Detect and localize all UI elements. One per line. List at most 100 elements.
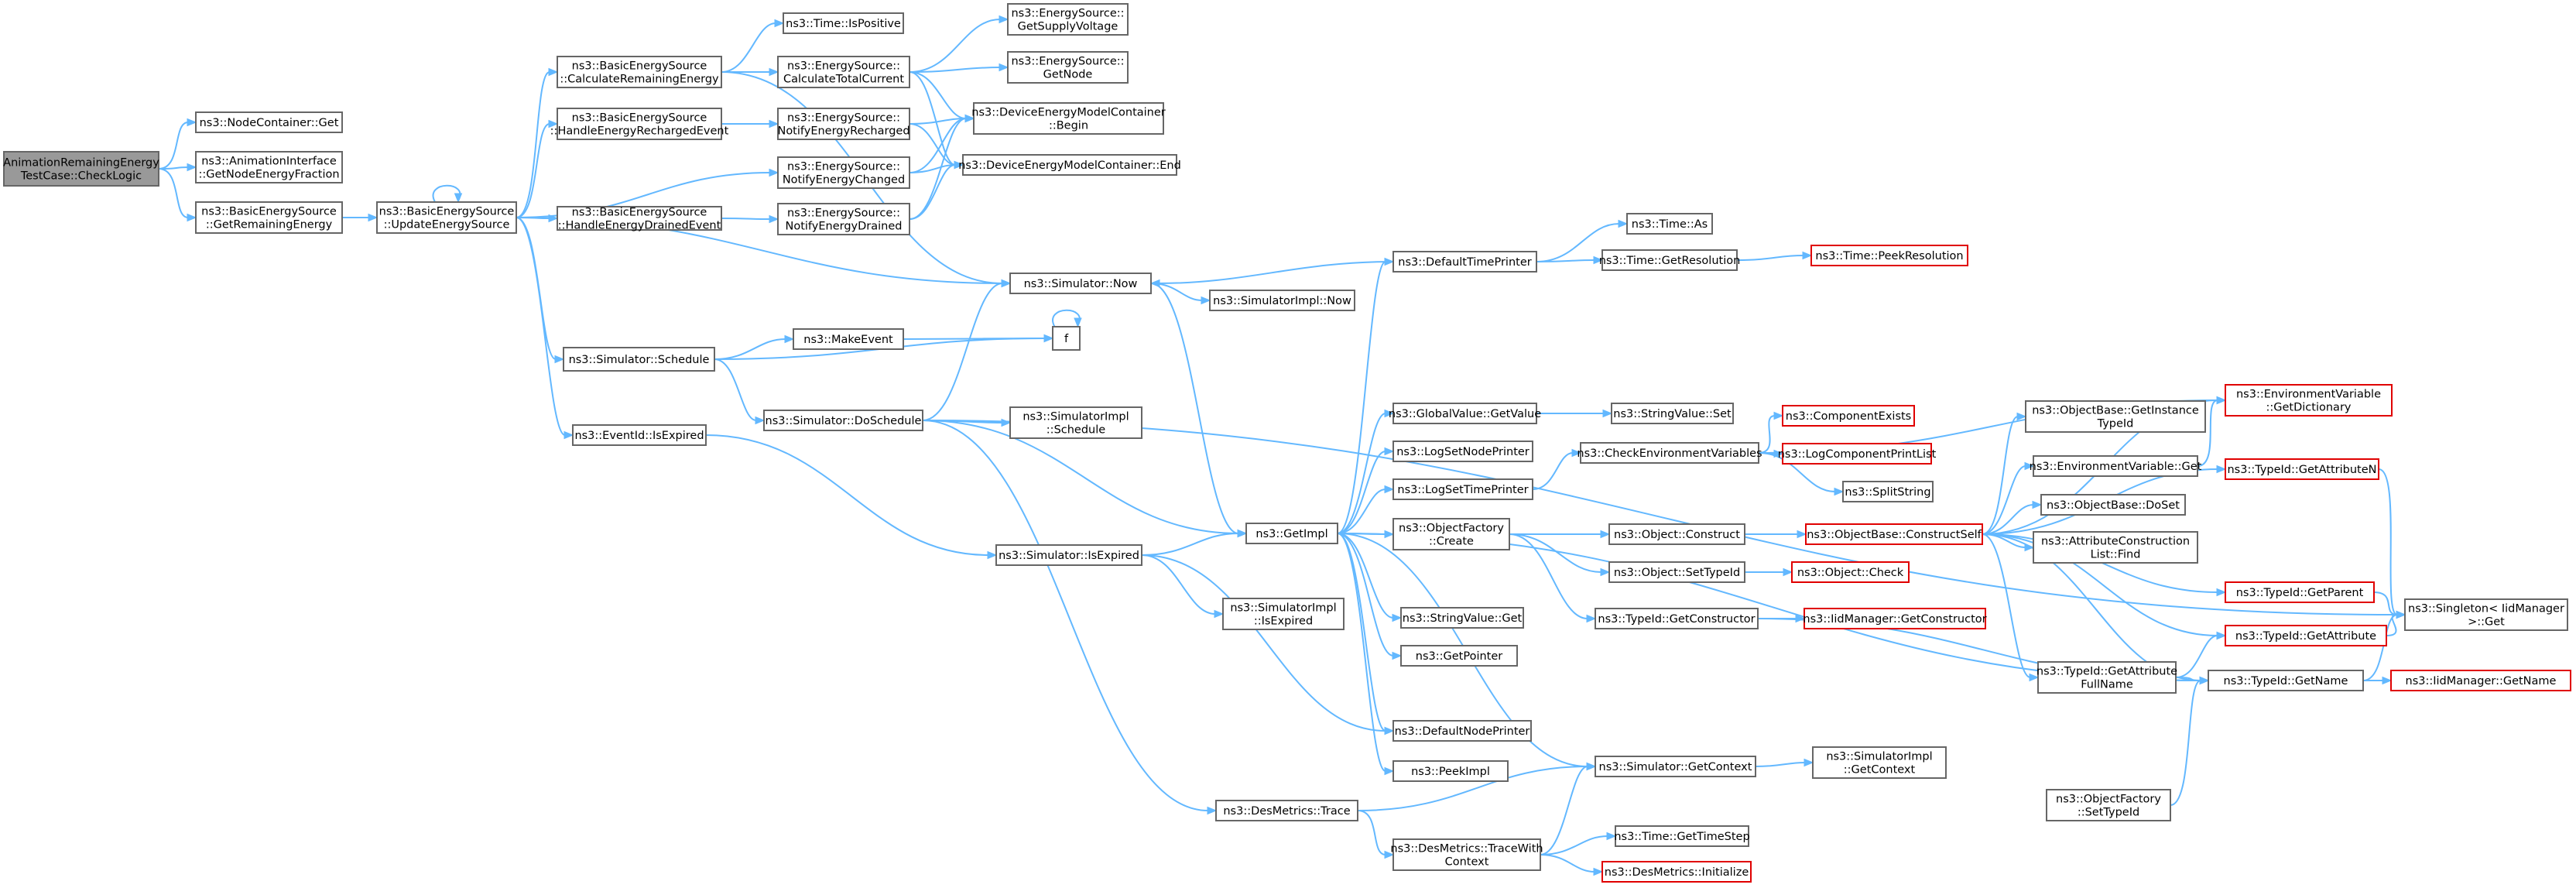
edge-arrowhead: [2016, 412, 2027, 421]
node-evget[interactable]: ns3::EnvironmentVariable::Get: [2030, 455, 2202, 477]
node-label-line: ns3::SplitString: [1845, 486, 1930, 499]
node-esned[interactable]: ns3::EnergySource::NotifyEnergyDrained: [777, 203, 910, 235]
node-tpos[interactable]: ns3::Time::IsPositive: [783, 12, 904, 34]
edge-arrowhead: [187, 163, 197, 172]
edge-arrowhead: [1783, 567, 1793, 577]
node-tidgc[interactable]: ns3::TypeId::GetConstructor: [1595, 608, 1759, 629]
node-cev[interactable]: ns3::CheckEnvironmentVariables: [1577, 442, 1762, 464]
node-objcon[interactable]: ns3::Object::Construct: [1608, 523, 1745, 545]
node-obdoset[interactable]: ns3::ObjectBase::DoSet: [2040, 494, 2186, 516]
node-label-line: ns3::Time::GetTimeStep: [1614, 831, 1749, 843]
node-box: [2390, 670, 2571, 691]
edge-line: [158, 166, 189, 170]
node-iidgc[interactable]: ns3::IidManager::GetConstructor: [1803, 608, 1987, 629]
node-box: [1400, 607, 1524, 629]
node-ofsettid[interactable]: ns3::ObjectFactory::SetTypeId: [2046, 789, 2171, 821]
node-demce[interactable]: ns3::DeviceEnergyModelContainer::End: [958, 154, 1181, 176]
node-ofcreate[interactable]: ns3::ObjectFactory::Create: [1392, 518, 1510, 550]
node-evgd[interactable]: ns3::EnvironmentVariable::GetDictionary: [2225, 384, 2393, 417]
node-svget[interactable]: ns3::StringValue::Get: [1400, 607, 1524, 629]
node-label-line: List::Find: [2091, 549, 2141, 561]
node-eidexp[interactable]: ns3::EventId::IsExpired: [572, 424, 707, 446]
node-peekimpl[interactable]: ns3::PeekImpl: [1392, 760, 1509, 782]
node-tidgn[interactable]: ns3::TypeId::GetName: [2208, 670, 2364, 691]
node-obcs[interactable]: ns3::ObjectBase::ConstructSelf: [1805, 523, 1983, 545]
edge-arrowhead: [1593, 255, 1604, 265]
node-tidga[interactable]: ns3::TypeId::GetAttribute: [2225, 625, 2387, 646]
node-tidgp[interactable]: ns3::TypeId::GetParent: [2225, 581, 2375, 603]
node-singleton[interactable]: ns3::Singleton< IidManager>::Get: [2404, 598, 2568, 631]
node-simdosched[interactable]: ns3::Simulator::DoSchedule: [763, 410, 923, 431]
node-box: [777, 156, 910, 189]
node-label-line: ns3::ObjectBase::ConstructSelf: [1807, 529, 1982, 541]
node-tpeekres[interactable]: ns3::Time::PeekResolution: [1810, 245, 1968, 266]
node-simisexp[interactable]: ns3::Simulator::IsExpired: [995, 544, 1142, 566]
edge-mkevent-to-f: [903, 334, 1054, 343]
node-demcb[interactable]: ns3::DeviceEnergyModelContainer::Begin: [971, 102, 1166, 135]
node-iidgn[interactable]: ns3::IidManager::GetName: [2390, 670, 2571, 691]
node-compexists[interactable]: ns3::ComponentExists: [1782, 405, 1915, 427]
edge-dtp-to-simnow: [1149, 261, 1394, 288]
node-simgetctx[interactable]: ns3::Simulator::GetContext: [1595, 756, 1756, 777]
node-gvgv[interactable]: ns3::GlobalValue::GetValue: [1389, 403, 1541, 424]
edge-besues-to-besherc: [516, 119, 559, 218]
node-esgn[interactable]: ns3::EnergySource::GetNode: [1007, 51, 1129, 84]
node-svset[interactable]: ns3::StringValue::Set: [1611, 403, 1734, 424]
node-lcpl[interactable]: ns3::LogComponentPrintList: [1778, 443, 1937, 465]
node-label-line: ns3::EnergySource::: [1011, 8, 1124, 20]
node-besgre[interactable]: ns3::BasicEnergySource::GetRemainingEner…: [195, 201, 343, 234]
edge-esctc-to-demcb: [909, 71, 975, 123]
node-tgetres[interactable]: ns3::Time::GetResolution: [1599, 249, 1741, 271]
node-box: [1209, 290, 1355, 311]
node-esner[interactable]: ns3::EnergySource::NotifyEnergyRecharged: [777, 108, 910, 140]
node-dtp[interactable]: ns3::DefaultTimePrinter: [1392, 251, 1537, 273]
node-mkevent[interactable]: ns3::MakeEvent: [793, 328, 904, 350]
node-lstp[interactable]: ns3::LogSetTimePrinter: [1392, 478, 1533, 500]
node-bescre[interactable]: ns3::BasicEnergySource::CalculateRemaini…: [557, 56, 722, 88]
node-simimplnow[interactable]: ns3::SimulatorImpl::Now: [1209, 290, 1355, 311]
node-simimplsched[interactable]: ns3::SimulatorImpl::Schedule: [1009, 406, 1142, 439]
node-f[interactable]: f: [1052, 326, 1081, 351]
node-objcheck[interactable]: ns3::Object::Check: [1791, 561, 1910, 583]
node-box: [777, 108, 910, 140]
node-box: [2225, 384, 2393, 417]
node-box: [1615, 825, 1749, 847]
node-label-line: ns3::ObjectBase::DoSet: [2047, 499, 2180, 512]
node-besherc[interactable]: ns3::BasicEnergySource::HandleEnergyRech…: [550, 108, 729, 140]
node-esctc[interactable]: ns3::EnergySource::CalculateTotalCurrent: [777, 56, 910, 88]
node-dmtrace[interactable]: ns3::DesMetrics::Trace: [1215, 800, 1358, 821]
node-beshedr[interactable]: ns3::BasicEnergySource::HandleEnergyDrai…: [557, 206, 722, 232]
node-aigne[interactable]: ns3::AnimationInterface::GetNodeEnergyFr…: [195, 151, 343, 183]
edge-line: [922, 420, 1239, 534]
node-lsnp[interactable]: ns3::LogSetNodePrinter: [1392, 441, 1533, 462]
node-getptr[interactable]: ns3::GetPointer: [1400, 645, 1518, 667]
node-esgsv[interactable]: ns3::EnergySource::GetSupplyVoltage: [1007, 3, 1129, 36]
node-splitstr[interactable]: ns3::SplitString: [1842, 481, 1934, 502]
edge-dmtrace-to-dmtwc: [1357, 810, 1395, 859]
node-dminit[interactable]: ns3::DesMetrics::Initialize: [1601, 861, 1752, 883]
node-getimpl[interactable]: ns3::GetImpl: [1245, 523, 1338, 544]
node-tas[interactable]: ns3::Time::As: [1626, 213, 1713, 235]
node-besues[interactable]: ns3::BasicEnergySource::UpdateEnergySour…: [376, 201, 517, 234]
node-esnec[interactable]: ns3::EnergySource::NotifyEnergyChanged: [777, 156, 910, 189]
node-tidgan[interactable]: ns3::TypeId::GetAttributeN: [2225, 458, 2379, 480]
node-box: [1608, 561, 1745, 583]
node-objsettid[interactable]: ns3::Object::SetTypeId: [1608, 561, 1745, 583]
edge-arrowhead: [1571, 448, 1582, 458]
node-simsched[interactable]: ns3::Simulator::Schedule: [563, 347, 715, 372]
node-simimplgetctx[interactable]: ns3::SimulatorImpl::GetContext: [1812, 746, 1947, 779]
node-dnp[interactable]: ns3::DefaultNodePrinter: [1392, 720, 1532, 742]
node-simimplexp[interactable]: ns3::SimulatorImpl::IsExpired: [1222, 598, 1345, 630]
node-tgts[interactable]: ns3::Time::GetTimeStep: [1614, 825, 1750, 847]
node-simnow[interactable]: ns3::Simulator::Now: [1009, 273, 1152, 294]
node-ncget[interactable]: ns3::NodeContainer::Get: [195, 111, 343, 133]
edge-simisexp-to-getimpl: [1141, 529, 1248, 556]
edge-arrowhead: [1384, 726, 1395, 735]
edge-arrowhead: [1201, 296, 1211, 305]
edge-arrowhead: [769, 214, 779, 224]
edge-line: [1337, 451, 1386, 534]
